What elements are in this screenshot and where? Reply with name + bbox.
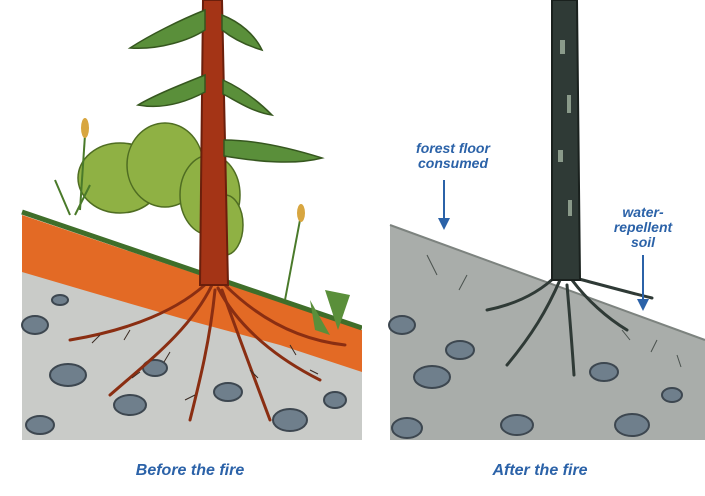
soil-label-line-2: repellent <box>598 220 688 235</box>
after-fire-caption: After the fire <box>410 462 670 480</box>
forest-floor-label-line-2: consumed <box>398 156 508 171</box>
burnt-soil <box>390 225 705 440</box>
before-fire-caption: Before the fire <box>60 462 320 480</box>
charred-trunk <box>552 0 580 280</box>
water-repellent-soil-arrow <box>635 255 651 313</box>
soil-label-line-3: soil <box>598 235 688 250</box>
before-fire-illustration <box>0 0 362 440</box>
soil-label-line-1: water- <box>598 205 688 220</box>
before-fire-drawing <box>0 0 362 440</box>
forest-floor-consumed-label: forest floor consumed <box>398 141 508 171</box>
forest-floor-arrow <box>436 180 452 232</box>
forest-floor-label-line-1: forest floor <box>398 141 508 156</box>
water-repellent-soil-label: water- repellent soil <box>598 205 688 250</box>
